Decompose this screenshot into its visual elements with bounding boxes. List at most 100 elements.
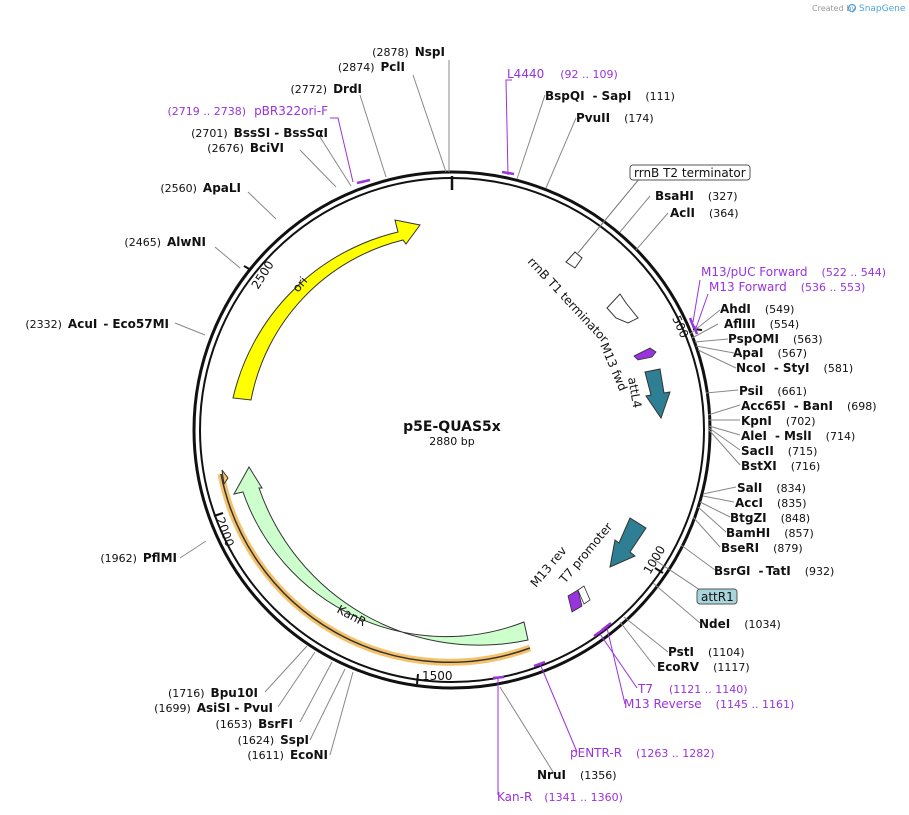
svg-text:(1611)EcoNI: (1611)EcoNI	[247, 748, 328, 762]
primer-kan-r[interactable]: Kan-R(1341 .. 1360)	[497, 790, 623, 804]
svg-text:SalI(834): SalI(834)	[737, 481, 806, 495]
enzyme-psii[interactable]: PsiI(661)	[739, 384, 807, 398]
enzyme-sali[interactable]: SalI(834)	[737, 481, 806, 495]
enzyme-bsrgi-name: BsrGI	[714, 564, 751, 578]
enzyme-ndei-pos: (1034)	[744, 618, 781, 631]
enzyme-bspqi-pos: (111)	[645, 90, 675, 103]
enzyme-sali-name: SalI	[737, 481, 762, 495]
tick-1500: 1500	[416, 669, 453, 685]
enzyme-ncoi[interactable]: NcoI-StyI(581)	[736, 361, 853, 375]
feature-t7-promoter[interactable]: T7 promoter	[556, 520, 615, 605]
enzyme-pspomi[interactable]: PspOMI(563)	[728, 332, 823, 346]
enzyme-apali[interactable]: (2560)ApaLI	[160, 181, 241, 195]
leader-m13-puc-forward	[692, 279, 701, 323]
enzyme-acci[interactable]: AccI(835)	[735, 496, 807, 510]
enzyme-afliii[interactable]: AflIII(554)	[724, 317, 799, 331]
enzyme-bsahi[interactable]: BsaHI(327)	[655, 189, 738, 203]
enzyme-drdi-name: DrdI	[333, 82, 362, 96]
enzyme-bpu10i-pos: (1716)	[168, 687, 205, 700]
enzyme-acci-pos: (835)	[777, 497, 807, 510]
rrnb-t1-arrow	[606, 293, 639, 324]
enzyme-bsrgi[interactable]: BsrGI-TatI(932)	[714, 564, 834, 578]
enzyme-ecorv-name: EcoRV	[657, 660, 700, 674]
enzyme-econi[interactable]: (1611)EcoNI	[247, 748, 328, 762]
feature-rrnb-t1-terminator[interactable]: rrnB T1 terminator	[525, 254, 639, 346]
enzyme-alei[interactable]: AleI-MslI(714)	[741, 429, 855, 443]
enzyme-bsrfi[interactable]: (1653)BsrFI	[216, 717, 293, 731]
enzyme-bstxi-pos: (716)	[791, 460, 821, 473]
enzyme-acc65i-pos: (698)	[847, 400, 877, 413]
enzyme-nrui[interactable]: NruI(1356)	[537, 768, 617, 782]
svg-text:AhdI(549): AhdI(549)	[720, 302, 794, 316]
enzyme-ndei[interactable]: NdeI(1034)	[699, 617, 781, 631]
enzyme-pcli[interactable]: (2874)PclI	[338, 60, 405, 74]
leader-acli	[635, 212, 669, 251]
enzyme-acli[interactable]: AclI(364)	[670, 206, 739, 220]
snapgene-logo-icon	[847, 3, 857, 13]
enzyme-sacii[interactable]: SacII(715)	[741, 444, 817, 458]
enzyme-econi-name: EcoNI	[290, 748, 328, 762]
enzyme-acui[interactable]: (2332)AcuI-Eco57MI	[25, 317, 169, 331]
enzyme-ncoi-name2: StyI	[783, 361, 810, 375]
primer-m13-puc-forward[interactable]: M13/pUC Forward(522 .. 544)	[701, 265, 886, 279]
enzyme-psti[interactable]: PstI(1104)	[668, 645, 745, 659]
enzyme-drdi[interactable]: (2772)DrdI	[290, 82, 362, 96]
enzyme-acc65i[interactable]: Acc65I-BanI(698)	[741, 399, 877, 413]
primer-kan-r-name: Kan-R	[497, 790, 532, 804]
feature-rrnb-t2-terminator[interactable]: rrnB T2 terminator	[565, 164, 751, 269]
enzyme-bspqi[interactable]: BspQI-SapI(111)	[545, 89, 675, 103]
enzyme-bspqi-sep: -	[593, 89, 598, 103]
primer-t7-range: (1121 .. 1140)	[669, 683, 748, 696]
backbone-outer-ring	[192, 170, 712, 690]
feature-attr1[interactable]: attR1	[609, 517, 738, 605]
enzyme-bpu10i[interactable]: (1716) Bpu10I	[168, 686, 258, 700]
enzyme-btgzi-pos: (848)	[781, 512, 811, 525]
leader-psii	[705, 389, 739, 394]
primer-pbr322ori-f[interactable]: (2719 .. 2738)pBR322ori-F	[168, 104, 329, 118]
enzyme-alwni[interactable]: (2465)AlwNI	[124, 235, 206, 249]
enzyme-bstxi[interactable]: BstXI(716)	[741, 459, 820, 473]
enzyme-bseri[interactable]: BseRI(879)	[721, 541, 803, 555]
enzyme-psti-pos: (1104)	[708, 646, 745, 659]
enzyme-ahdi[interactable]: AhdI(549)	[720, 302, 794, 316]
svg-text:SacII(715): SacII(715)	[741, 444, 817, 458]
enzyme-bpu10i-name: Bpu10I	[211, 686, 258, 700]
m13-fwd-label: M13 fwd	[597, 341, 630, 393]
primer-m13-reverse[interactable]: M13 Reverse(1145 .. 1161)	[624, 697, 794, 711]
enzyme-sspi[interactable]: (1624)SspI	[238, 733, 309, 747]
primer-pentr-r-range: (1263 .. 1282)	[636, 747, 715, 760]
enzyme-bspqi-name: BspQI	[545, 89, 585, 103]
enzyme-pcli-name: PclI	[381, 60, 406, 74]
primer-marks	[356, 170, 699, 680]
leader-m13-reverse	[606, 627, 626, 705]
enzyme-bamhi[interactable]: BamHI(857)	[726, 526, 814, 540]
primer-l4440[interactable]: L4440(92 .. 109)	[507, 67, 618, 81]
enzyme-apai[interactable]: ApaI(567)	[733, 346, 807, 360]
enzyme-bsssi[interactable]: (2701)BssSI-BssSαI	[191, 126, 328, 140]
feature-attl4[interactable]: attL4	[625, 368, 671, 420]
primer-pentr-r[interactable]: pENTR-R(1263 .. 1282)	[570, 746, 715, 760]
feature-kanr[interactable]: KanR	[233, 466, 529, 646]
feature-ori[interactable]: ori	[232, 219, 421, 401]
leader-sali	[702, 486, 737, 495]
snapgene-credit[interactable]: Created by SnapGene	[812, 3, 906, 14]
enzyme-ncoi-sep: -	[774, 361, 779, 375]
primer-l4440-range: (92 .. 109)	[560, 68, 618, 81]
enzyme-bcivi[interactable]: (2676)BciVI	[207, 141, 284, 155]
svg-text:PsiI(661): PsiI(661)	[739, 384, 807, 398]
enzyme-asisi[interactable]: (1699)AsiSI-PvuI	[154, 701, 273, 715]
primer-m13-forward[interactable]: M13 Forward(536 .. 553)	[709, 280, 865, 294]
primer-t7[interactable]: T7(1121 .. 1140)	[637, 682, 748, 696]
leader-pbr322ori-f	[330, 117, 354, 183]
enzyme-ecorv[interactable]: EcoRV(1117)	[657, 660, 750, 674]
enzyme-pflmi[interactable]: (1962)PflMI	[100, 551, 177, 565]
enzyme-nspi[interactable]: (2878)NspI	[372, 45, 445, 59]
enzyme-afliii-pos: (554)	[770, 318, 800, 331]
enzyme-btgzi[interactable]: BtgZI(848)	[730, 511, 810, 525]
svg-text:NruI(1356): NruI(1356)	[537, 768, 617, 782]
leader-bcivi	[299, 149, 337, 188]
enzyme-kpni[interactable]: KpnI(702)	[741, 414, 816, 428]
kanr-highlight-edge	[220, 473, 531, 663]
mark-l4440	[501, 170, 515, 176]
enzyme-pvuii[interactable]: PvuII(174)	[576, 111, 654, 125]
